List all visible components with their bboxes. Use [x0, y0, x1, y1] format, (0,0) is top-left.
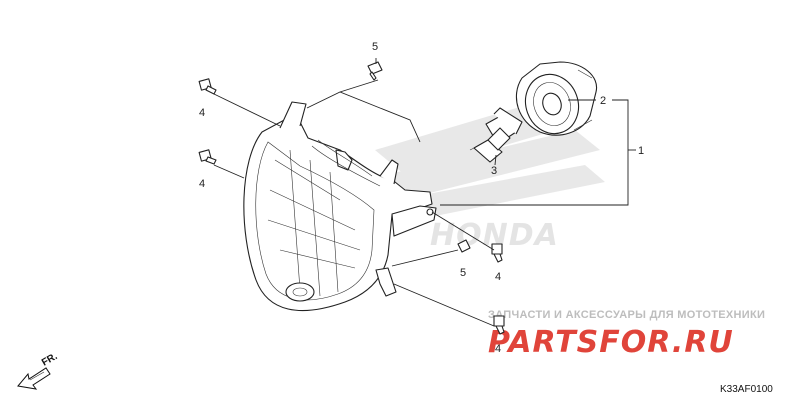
callout-4-mid-left: 4	[199, 178, 205, 190]
callout-5-top: 5	[372, 41, 378, 53]
callouts: 1 2 3 4 4 4 4 5 5	[199, 41, 644, 355]
screw-5-top	[367, 61, 383, 81]
callout-2: 2	[600, 95, 606, 107]
callout-4-bottom: 4	[495, 343, 501, 355]
callout-3: 3	[491, 165, 497, 177]
headlight-assembly	[243, 101, 437, 312]
bolt-4-mid-left	[198, 149, 217, 165]
bolt-4-right	[491, 243, 503, 263]
fasteners	[198, 61, 505, 335]
shop-watermark-text: ЗАПЧАСТИ И АКСЕССУАРЫ ДЛЯ МОТОТЕХНИКИ	[488, 309, 765, 321]
leader-lines	[213, 58, 636, 327]
callout-4-right: 4	[495, 271, 501, 283]
callout-4-top-left: 4	[199, 107, 205, 119]
front-direction-indicator: FR.	[17, 351, 60, 390]
shop-watermark-logo: PARTSFOR.RU	[488, 325, 734, 360]
bolt-4-bottom	[493, 315, 505, 335]
screw-5-right	[457, 239, 471, 253]
callout-5-right: 5	[460, 267, 466, 279]
bulb-socket-cover	[515, 61, 598, 136]
headlight-bulb	[469, 107, 523, 163]
diagram-code: K33AF0100	[720, 384, 773, 395]
callout-1: 1	[638, 145, 644, 157]
front-direction-label: FR.	[40, 351, 60, 369]
bolt-4-top-left	[198, 78, 217, 95]
